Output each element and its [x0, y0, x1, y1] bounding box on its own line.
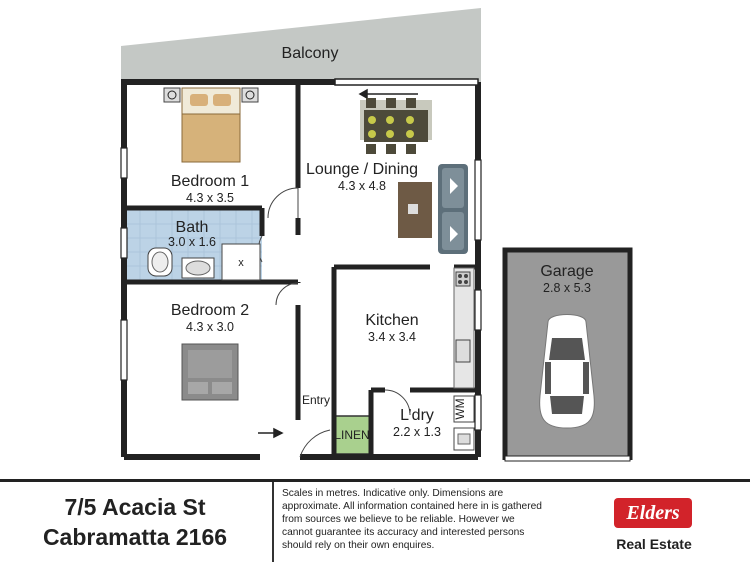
- bedroom1-label: Bedroom 1: [171, 173, 249, 190]
- laundry-label: L’dry: [400, 407, 434, 424]
- bedroom1-dim: 4.3 x 3.5: [186, 191, 234, 205]
- bath-label: Bath: [176, 219, 209, 236]
- balcony-area: [121, 8, 481, 82]
- address-line2: Cabramatta 2166: [42, 524, 228, 550]
- garage-label: Garage: [540, 263, 593, 280]
- garage-door: [504, 455, 631, 462]
- garage-dim: 2.8 x 5.3: [543, 281, 591, 295]
- svg-text:x: x: [238, 257, 244, 269]
- bath-fixtures: x: [147, 243, 261, 281]
- kitchen-dim: 3.4 x 3.4: [368, 330, 416, 344]
- outer-walls: [121, 79, 481, 460]
- footer: 7/5 Acacia St Cabramatta 2166 Scales in …: [0, 479, 750, 565]
- coffee-table-item: [408, 204, 418, 214]
- address-line1: 7/5 Acacia St: [64, 494, 206, 520]
- bedroom2-bed: [181, 343, 239, 401]
- interior-walls: [124, 82, 478, 457]
- linen-label: LINEN: [334, 428, 369, 442]
- garage-walls: [502, 247, 633, 460]
- car-icon: [539, 314, 595, 429]
- entry-arrow: [258, 427, 284, 439]
- entry-label: Entry: [302, 393, 330, 407]
- lounge-dim: 4.3 x 4.8: [338, 179, 386, 193]
- brand-subtitle: Real Estate: [616, 536, 692, 552]
- floor-plan: Balcony LINEN: [120, 8, 633, 462]
- bedroom1-bed: [163, 87, 259, 163]
- bedroom2-label: Bedroom 2: [171, 302, 249, 319]
- laundry-dim: 2.2 x 1.3: [393, 425, 441, 439]
- bedroom2-dim: 4.3 x 3.0: [186, 320, 234, 334]
- brand-badge: Elders: [614, 498, 692, 528]
- sofa: [438, 164, 468, 254]
- windows: [120, 147, 482, 431]
- property-address: 7/5 Acacia St Cabramatta 2166: [0, 492, 270, 552]
- bath-dim: 3.0 x 1.6: [168, 235, 216, 249]
- lounge-label: Lounge / Dining: [306, 161, 418, 178]
- door-swings: [258, 187, 411, 458]
- kitchen-label: Kitchen: [365, 312, 418, 329]
- balcony-sliding-door: [334, 78, 479, 100]
- dining-table: [360, 98, 432, 154]
- wm-label: WM: [453, 398, 467, 419]
- disclaimer-text: Scales in metres. Indicative only. Dimen…: [282, 488, 542, 551]
- balcony-label: Balcony: [282, 45, 339, 62]
- footer-divider: [272, 482, 274, 562]
- laundry-fixtures: [453, 395, 475, 451]
- brand-logo: Elders Real Estate: [606, 498, 702, 552]
- kitchen-bench: [453, 267, 475, 389]
